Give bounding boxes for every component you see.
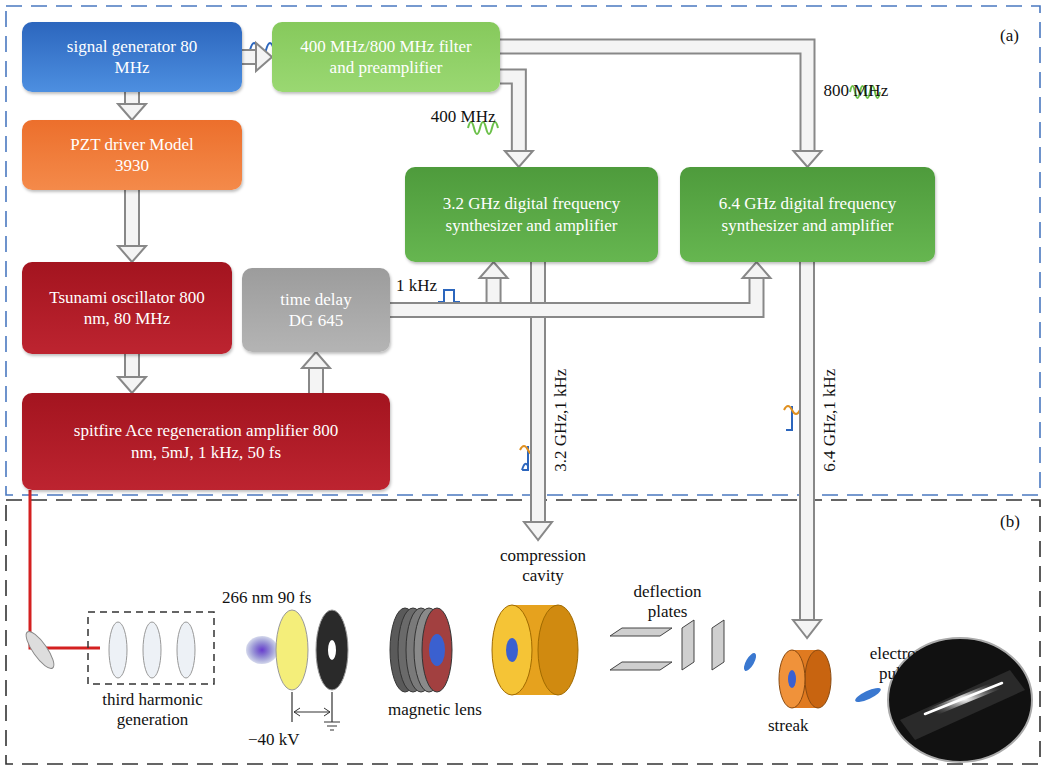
arrow-head xyxy=(794,151,822,167)
process-box: Tsunami oscillator 800 nm, 80 MHz xyxy=(22,262,232,354)
signal-arrow xyxy=(118,190,146,262)
arrow-head xyxy=(743,262,771,278)
part-label: 6.4 GHz,1 kHz xyxy=(820,369,840,472)
process-box: signal generator 80 MHz xyxy=(22,22,242,92)
deflection-plates xyxy=(610,620,724,670)
part-label: compression cavity xyxy=(488,546,598,587)
signal-arrow xyxy=(390,262,771,310)
process-box: spitfire Ace regeneration amplifier 800 … xyxy=(22,393,390,490)
box-text: spitfire Ace regeneration amplifier 800 … xyxy=(71,420,341,463)
part-label: (b) xyxy=(1000,512,1020,532)
part-label: deflection plates xyxy=(620,582,715,623)
compression-cavity xyxy=(492,605,578,695)
panel-a-frame xyxy=(6,6,1040,495)
signal-arrow xyxy=(118,92,146,120)
rf-feed-arrows xyxy=(524,262,821,638)
process-box: 400 MHz/800 MHz filter and preamplifier xyxy=(272,22,500,92)
process-box: PZT driver Model 3930 xyxy=(22,120,242,190)
signal-arrow xyxy=(302,352,330,393)
signal-arrow xyxy=(242,43,272,71)
arrow-head xyxy=(256,43,272,71)
edge-label: 400 MHz xyxy=(431,107,496,127)
streak-camera xyxy=(742,650,883,708)
process-box: 6.4 GHz digital frequency synthesizer an… xyxy=(680,167,935,262)
box-text: 3.2 GHz digital frequency synthesizer an… xyxy=(432,193,632,236)
part-label: streak xyxy=(768,716,809,736)
electron-gun xyxy=(276,610,348,730)
panel-b-frame xyxy=(6,500,1040,764)
arrow-head xyxy=(118,104,146,120)
arrow-head xyxy=(480,262,508,278)
box-text: 400 MHz/800 MHz filter and preamplifier xyxy=(286,36,486,79)
box-text: PZT driver Model 3930 xyxy=(57,134,207,177)
part-label: (a) xyxy=(1000,26,1019,46)
signal-arrow xyxy=(500,77,533,167)
edge-label: 800 MHz xyxy=(824,81,889,101)
edge-label: 1 kHz xyxy=(396,276,437,296)
magnetic-lens xyxy=(390,608,452,692)
arrow-head xyxy=(505,151,533,167)
part-label: electron pulse xyxy=(852,644,942,685)
box-text: signal generator 80 MHz xyxy=(57,36,207,79)
part-label: −40 kV xyxy=(248,730,300,750)
part-label: 266 nm 90 fs xyxy=(222,588,311,608)
process-box: 3.2 GHz digital frequency synthesizer an… xyxy=(405,167,658,262)
arrow-head xyxy=(118,377,146,393)
box-text: 6.4 GHz digital frequency synthesizer an… xyxy=(708,193,908,236)
arrow-head xyxy=(302,352,330,368)
signal-arrow xyxy=(500,47,822,168)
part-label: 3.2 GHz,1 kHz xyxy=(551,369,571,472)
laser-beam xyxy=(22,490,278,684)
part-label: third harmonic generation xyxy=(80,690,225,731)
process-box: time delay DG 645 xyxy=(242,268,390,352)
box-text: Tsunami oscillator 800 nm, 80 MHz xyxy=(42,287,212,330)
box-text: time delay DG 645 xyxy=(266,289,366,332)
signal-arrow xyxy=(118,354,146,393)
arrow-head xyxy=(118,246,146,262)
part-label: magnetic lens xyxy=(370,700,500,720)
